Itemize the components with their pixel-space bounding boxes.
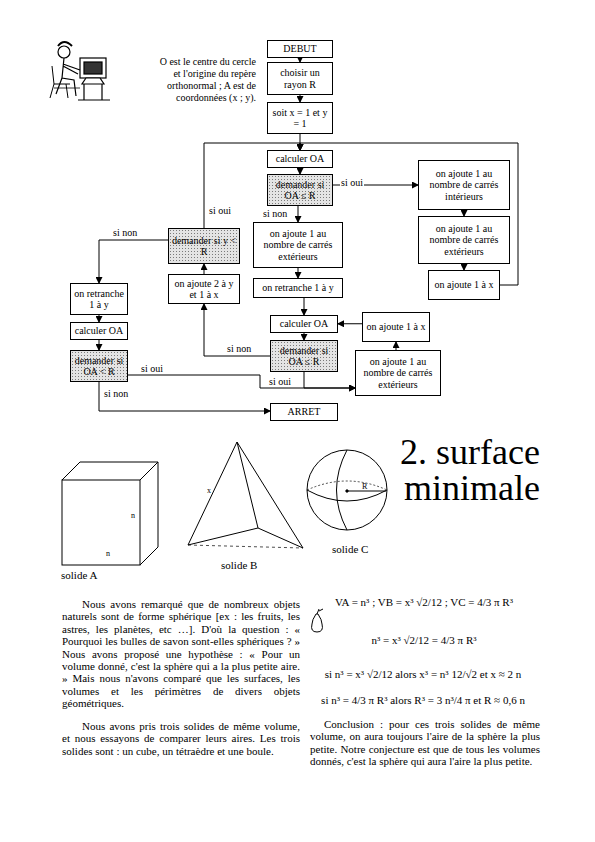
- box-text: on ajoute 1 au nombre de carrés extérieu…: [358, 356, 438, 391]
- process-box: soit x = 1 et y = 1: [267, 102, 333, 134]
- edge-label: si non: [262, 208, 288, 219]
- flow-connector: [304, 372, 355, 388]
- flow-connector: [300, 95, 301, 102]
- dimension-label: x: [207, 486, 211, 495]
- box-text: on retranche 1 à y: [262, 282, 334, 294]
- formula: si n³ = x³ √2/12 alors x³ = n³ 12/√2 et …: [302, 668, 544, 681]
- pear-icon: [312, 609, 323, 632]
- dimension-label: n: [106, 549, 110, 558]
- box-text: demander si OA ≤ R: [270, 179, 330, 202]
- formula: n³ = x³ √2/12 = 4/3 π R³: [306, 634, 542, 647]
- edge-label: si oui: [140, 363, 164, 374]
- box-text: on ajoute 2 à y et 1 à x: [171, 278, 237, 301]
- process-box: calculer OA: [267, 150, 333, 168]
- edge-label: si non: [112, 227, 138, 238]
- box-text: on ajoute 1 au nombre de carrés intérieu…: [421, 168, 507, 203]
- process-box: on retranche 1 à y: [70, 283, 128, 315]
- process-box: on ajoute 1 à x: [428, 270, 500, 300]
- flow-connector: [99, 315, 100, 322]
- process-box: calculer OA: [70, 322, 128, 340]
- edge-label: si oui: [268, 376, 292, 387]
- box-text: on ajoute 1 au nombre de carrés extérieu…: [256, 228, 340, 263]
- box-text: on ajoute 1 au nombre de carrés extérieu…: [421, 223, 507, 258]
- process-box: on ajoute 2 à y et 1 à x: [168, 274, 240, 304]
- process-box: on ajoute 1 au nombre de carrés intérieu…: [418, 160, 510, 210]
- box-text: DEBUT: [283, 43, 316, 55]
- edge-label: si oui: [208, 205, 232, 216]
- flow-connector: [128, 375, 355, 388]
- box-text: demander si OA < R: [73, 355, 125, 378]
- process-box: on ajoute 1 au nombre de carrés extérieu…: [355, 350, 441, 396]
- decision-box: demander si OA ≤ R: [270, 340, 338, 372]
- box-text: calculer OA: [276, 153, 325, 165]
- process-box: on ajoute 1 au nombre de carrés extérieu…: [253, 222, 343, 268]
- flow-connector: [298, 206, 299, 222]
- process-box: DEBUT: [267, 40, 333, 58]
- tetrahedron-drawing: [188, 442, 303, 548]
- box-text: on ajoute 1 à x: [367, 321, 426, 333]
- process-box: on retranche 1 à y: [253, 278, 343, 298]
- decision-box: demander si y < R: [168, 228, 240, 264]
- solid-label: solide A: [61, 569, 131, 581]
- edge-label: si non: [103, 388, 129, 399]
- solid-label: solide B: [221, 559, 291, 571]
- flow-connector: [204, 304, 270, 356]
- process-box: calculer OA: [270, 315, 338, 333]
- computer-clipart: [50, 42, 110, 100]
- box-text: demander si OA ≤ R: [273, 345, 335, 368]
- box-text: on ajoute 1 à x: [435, 279, 494, 291]
- flow-connector: [338, 323, 362, 324]
- formula: VA = n³ ; VB = x³ √2/12 ; VC = 4/3 π R³: [306, 596, 542, 609]
- flow-connector: [99, 382, 270, 411]
- decision-box: demander si OA ≤ R: [267, 174, 333, 206]
- box-text: calculer OA: [75, 325, 124, 337]
- formula: si n³ = 4/3 π R³ alors R³ = 3 n³/4 π et …: [302, 694, 544, 707]
- flow-connector: [304, 333, 305, 341]
- flow-connector: [99, 240, 168, 283]
- cube-drawing: [62, 462, 158, 565]
- flow-connector: [99, 340, 100, 350]
- conclusion-text: Conclusion : pour ces trois solides de m…: [310, 718, 540, 768]
- dimension-label: R: [362, 482, 367, 491]
- edge-label: si non: [226, 343, 252, 354]
- dimension-label: n: [131, 511, 135, 520]
- box-text: ARRET: [288, 406, 321, 418]
- paragraph: Nous avons remarqué que de nombreux obje…: [62, 598, 300, 710]
- sphere-drawing: [307, 450, 387, 530]
- box-text: on retranche 1 à y: [73, 288, 125, 311]
- paragraph: Nous avons pris trois solides de même vo…: [62, 720, 300, 757]
- flow-connector: [396, 342, 397, 350]
- solid-label: solide C: [332, 543, 402, 555]
- process-box: on ajoute 1 à x: [362, 312, 430, 342]
- process-box: ARRET: [270, 403, 338, 421]
- process-box: on ajoute 1 au nombre de carrés extérieu…: [418, 216, 510, 264]
- process-box: choisir un rayon R: [267, 62, 333, 95]
- box-text: soit x = 1 et y = 1: [270, 107, 330, 130]
- flow-connector: [298, 268, 299, 278]
- box-text: choisir un rayon R: [270, 67, 330, 90]
- flow-connector: [304, 298, 305, 315]
- annotation: O est le centre du cercle et l'origine d…: [158, 56, 256, 104]
- decision-box: demander si OA < R: [70, 350, 128, 382]
- box-text: calculer OA: [280, 318, 329, 330]
- flow-connector: [204, 264, 205, 274]
- box-text: demander si y < R: [171, 235, 237, 258]
- edge-label: si oui: [340, 177, 364, 188]
- section-title: 2. surface minimale: [380, 434, 540, 506]
